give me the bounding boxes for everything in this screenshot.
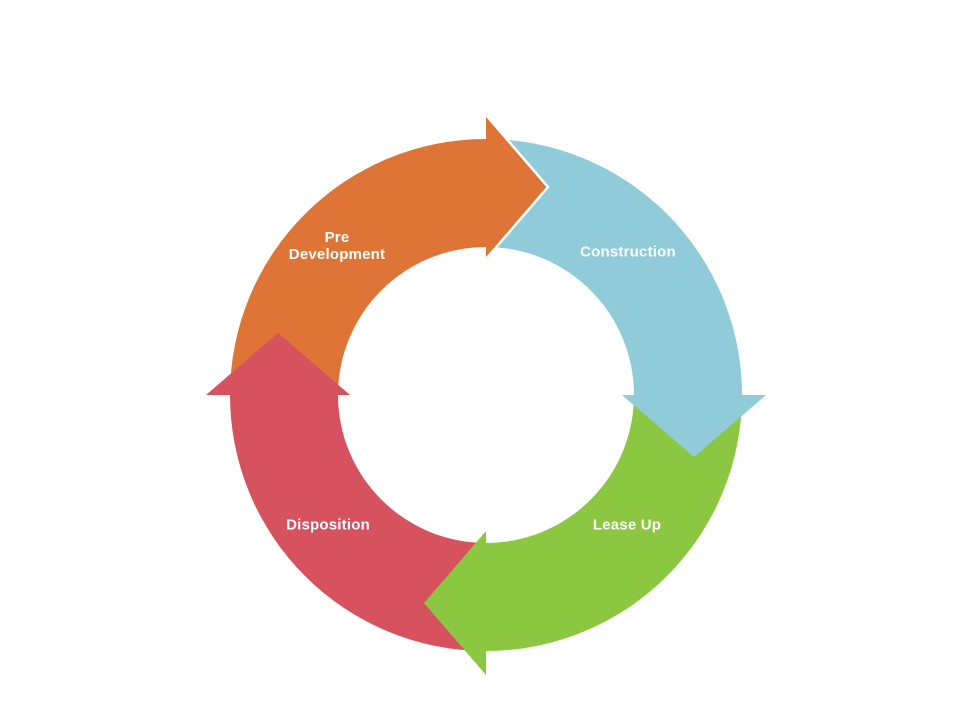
segment-label-construction: Construction (580, 243, 676, 261)
segment-label-pre-development: Pre Development (288, 229, 386, 263)
segment-label-lease-up: Lease Up (592, 516, 662, 534)
segment-arrowhead-construction (622, 395, 766, 457)
segment-arc-construction (486, 139, 742, 395)
segment-arrowhead-disposition (206, 333, 350, 395)
segment-arc-pre-development (230, 139, 486, 395)
segment-arrowhead-lease-up (424, 531, 486, 675)
segment-label-disposition: Disposition (286, 516, 370, 534)
segment-arrowhead-pre-development (485, 114, 550, 260)
segment-arc-disposition (230, 395, 486, 651)
segment-arc-lease-up (486, 395, 742, 651)
